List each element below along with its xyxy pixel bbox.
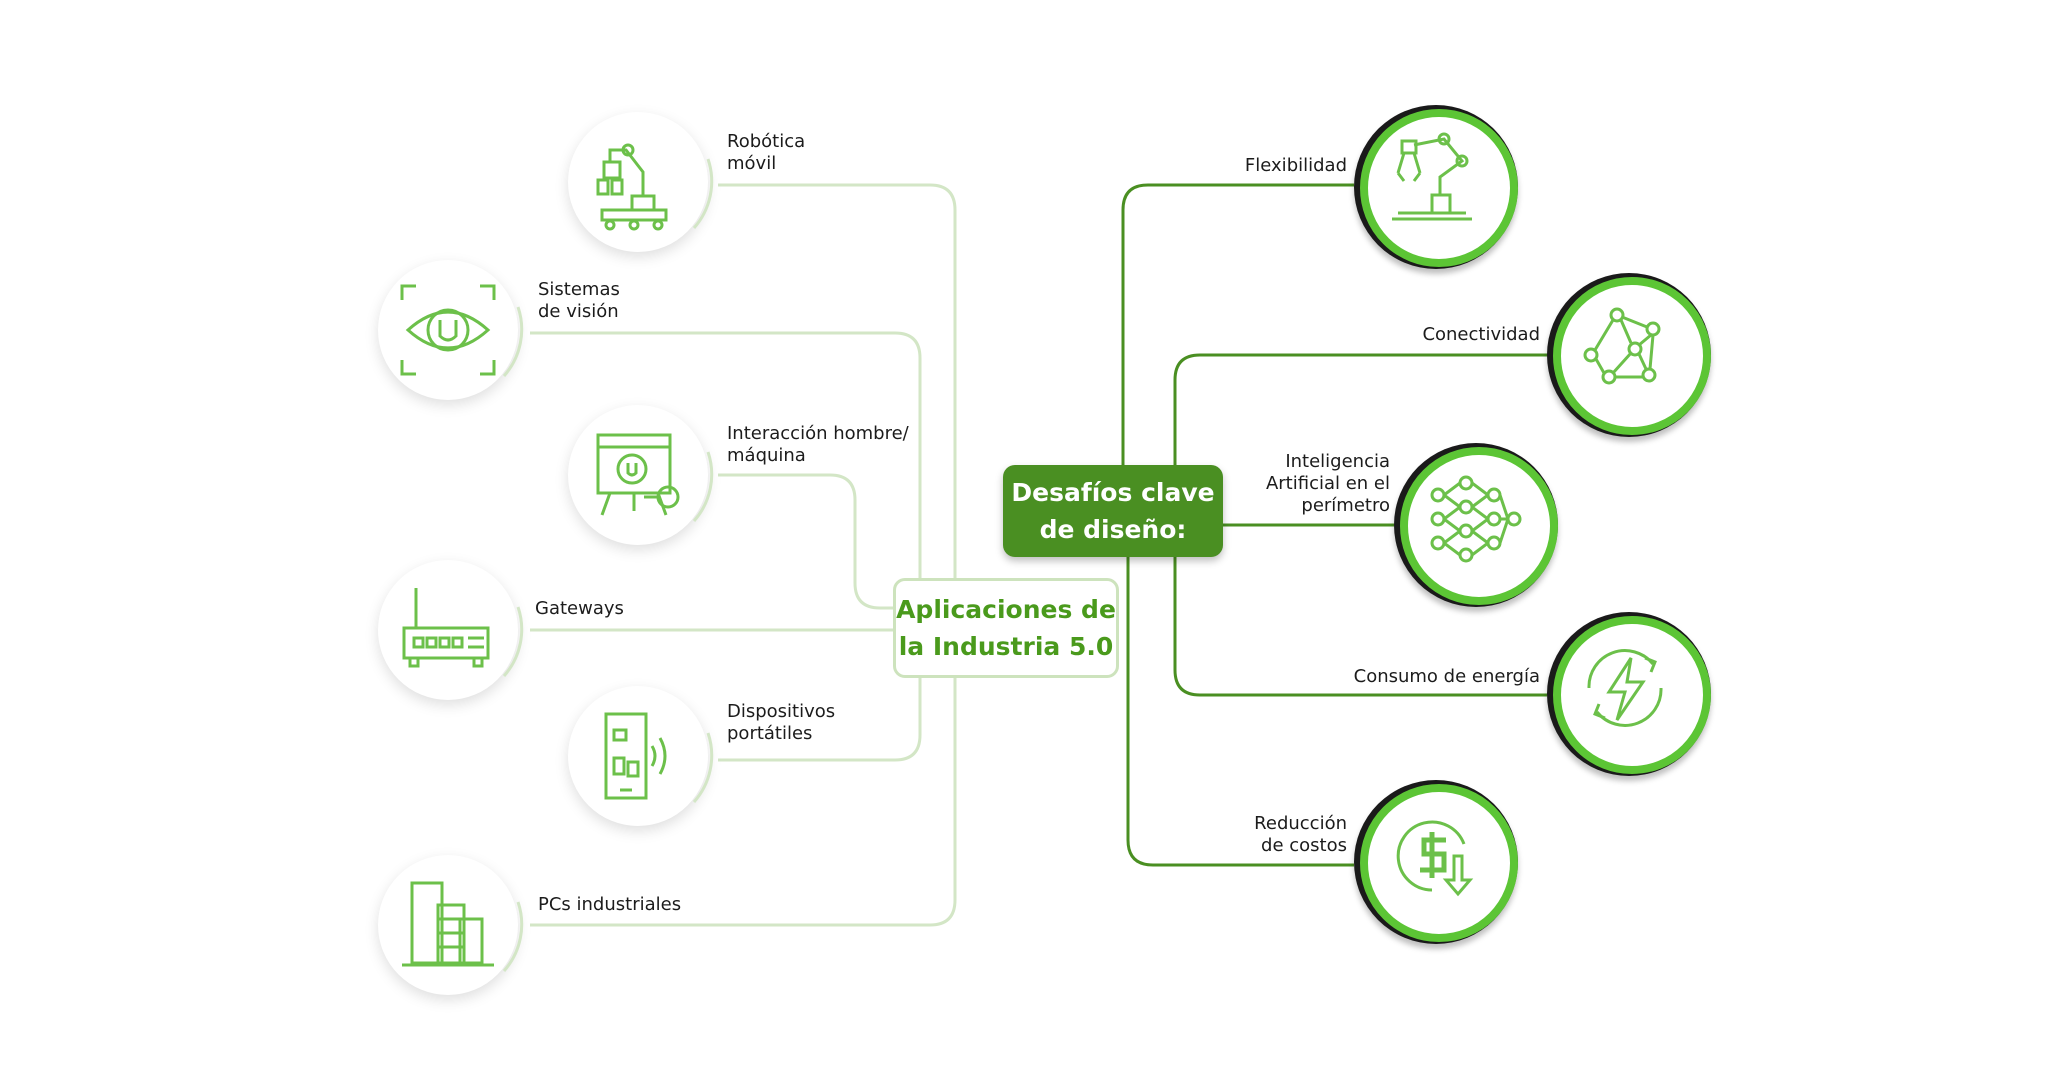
circle-portatiles (568, 686, 714, 826)
circle-costos (1354, 780, 1518, 944)
connector-flexibilidad (1121, 183, 1354, 465)
connector-energia (1173, 557, 1547, 697)
connector-conectividad (1173, 353, 1547, 465)
label-hmi: Interacción hombre/máquina (727, 423, 909, 466)
title-aplicaciones: Aplicaciones de la Industria 5.0 (893, 578, 1119, 678)
connector-vision (530, 331, 922, 762)
label-pcs: PCs industriales (538, 894, 682, 915)
hmi-screen-icon (596, 433, 680, 516)
circle-pcs (378, 855, 524, 995)
circle-conectividad (1547, 273, 1711, 437)
robot-arm-icon (1392, 132, 1472, 221)
circle-gateways (378, 560, 524, 700)
label-flexibilidad: Flexibilidad (1244, 155, 1347, 176)
circle-robotica (568, 112, 714, 252)
connector-hmi (718, 473, 893, 610)
circle-flexibilidad (1354, 105, 1518, 269)
circle-hmi (568, 405, 714, 545)
connector-costos (1126, 557, 1354, 867)
industrial-pc-icon (402, 881, 494, 967)
eye-icon (400, 284, 496, 376)
circle-energia (1547, 612, 1711, 776)
network-icon (1583, 307, 1661, 385)
energy-cycle-icon (1587, 649, 1663, 727)
router-icon (402, 588, 490, 668)
circle-ia (1394, 443, 1558, 607)
label-energia: Consumo de energía (1353, 666, 1540, 687)
label-conectividad: Conectividad (1422, 324, 1540, 345)
connector-robotica (530, 183, 957, 927)
cost-reduction-icon (1396, 820, 1474, 897)
title-desafios: Desafíos clave de diseño: (1003, 465, 1223, 557)
label-gateways: Gateways (535, 598, 624, 619)
circle-vision (378, 260, 524, 400)
mobile-robot-icon (596, 143, 668, 231)
handheld-device-icon (604, 712, 667, 800)
neural-network-icon (1430, 475, 1522, 563)
